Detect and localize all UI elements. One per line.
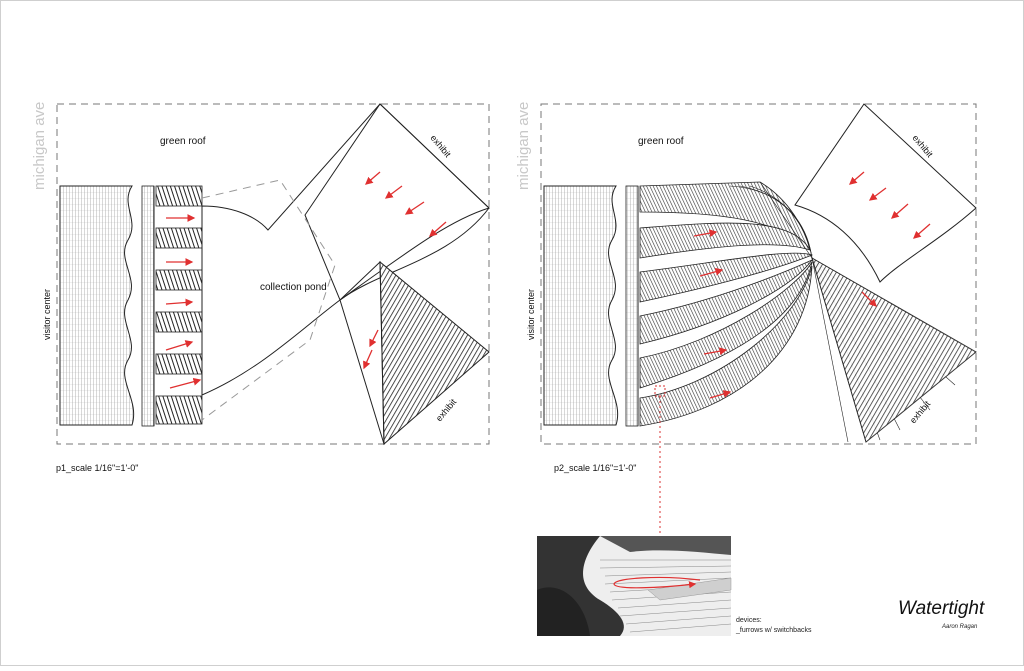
collection-pond-label: collection pond	[260, 282, 327, 293]
exhibit-bottom-fan-2	[811, 256, 977, 443]
project-title: Watertight	[898, 598, 985, 619]
site-boundary-2	[540, 103, 977, 445]
street-label-2: michigan ave	[515, 102, 532, 190]
scale-label-2: p2_scale 1/16"=1'-0"	[554, 463, 636, 473]
furrows-plan-1	[155, 185, 203, 425]
curved-furrows-plan-2	[639, 181, 814, 427]
plan-1: michigan ave green roof visitor center e…	[31, 102, 490, 473]
dashed-flow-path-1	[201, 179, 336, 421]
exhibit-top-shape-2	[794, 103, 977, 283]
visitor-center-label-2: visitor center	[526, 289, 536, 340]
exhibit-bottom-label-1: exhibit	[434, 397, 459, 424]
flow-arrows-1	[165, 171, 447, 389]
author-name: Aaron Ragan	[941, 624, 978, 630]
visitor-center-label-1: visitor center	[42, 289, 52, 340]
plan-2: michigan ave green roof visitor center e…	[515, 102, 977, 536]
green-roof-label-2: green roof	[638, 136, 684, 147]
visitor-center-plan-1	[59, 185, 155, 427]
site-boundary-1	[56, 103, 490, 445]
devices-description: _furrows w/ switchbacks	[735, 627, 812, 634]
scale-label-1: p1_scale 1/16"=1'-0"	[56, 463, 138, 473]
green-roof-label-1: green roof	[160, 136, 206, 147]
flow-arrows-2	[693, 171, 931, 399]
exhibit-top-label-1: exhibit	[428, 133, 453, 160]
devices-label: devices:	[736, 617, 762, 624]
street-label-1: michigan ave	[31, 102, 48, 190]
visitor-center-plan-2	[543, 185, 639, 427]
detail-render: devices: _furrows w/ switchbacks	[537, 536, 812, 636]
